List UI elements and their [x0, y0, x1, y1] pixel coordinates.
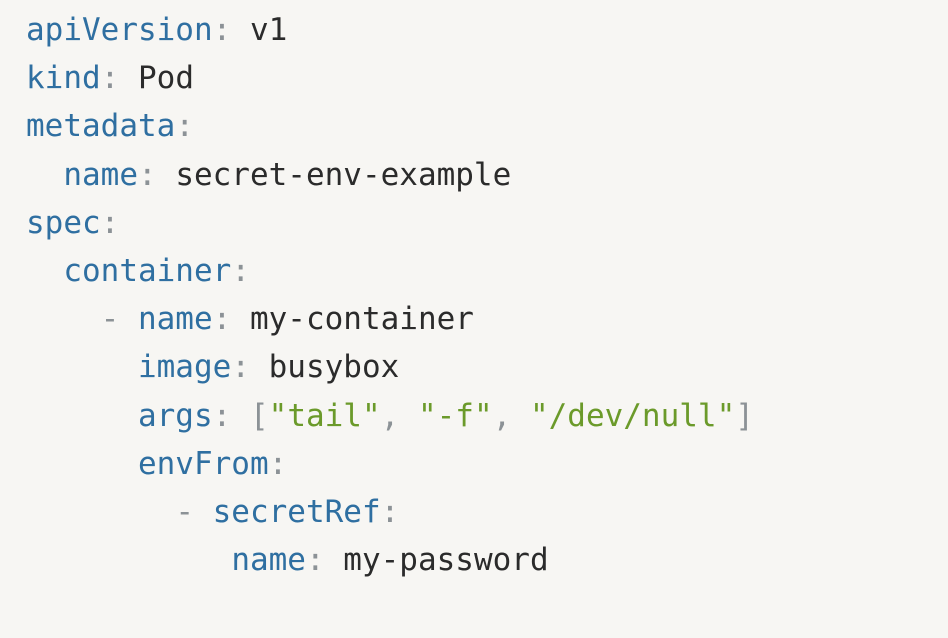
code-line-spec: spec:	[26, 199, 941, 247]
yaml-colon: :	[100, 204, 120, 241]
yaml-colon: :	[212, 301, 232, 338]
yaml-key: envFrom	[137, 445, 269, 482]
yaml-key: apiVersion	[26, 12, 213, 48]
yaml-key: metadata	[26, 108, 176, 145]
yaml-colon: :	[380, 493, 400, 530]
yaml-colon: :	[212, 397, 232, 434]
yaml-key: spec	[26, 204, 101, 241]
code-line-image: image: busybox	[26, 343, 941, 391]
yaml-value: Pod	[119, 60, 194, 97]
yaml-value: my-container	[231, 301, 474, 338]
yaml-colon: :	[212, 12, 232, 48]
yaml-colon: :	[268, 445, 288, 482]
yaml-value: secret-env-example	[156, 156, 512, 193]
yaml-list-dash: -	[175, 493, 213, 530]
yaml-array-close-bracket: ]	[735, 397, 754, 434]
yaml-key: name	[63, 156, 138, 193]
code-line-envfrom: envFrom:	[26, 440, 941, 488]
code-line-container-name: - name: my-container	[26, 295, 941, 343]
yaml-colon: :	[305, 542, 325, 579]
yaml-key: name	[137, 301, 213, 338]
yaml-array-separator: ,	[492, 397, 530, 434]
yaml-string: "-f"	[417, 397, 493, 434]
code-line-kind: kind: Pod	[26, 54, 941, 102]
yaml-value: busybox	[249, 349, 400, 386]
code-line-apiversion: apiVersion: v1	[26, 6, 941, 54]
yaml-key: kind	[26, 60, 101, 97]
yaml-key: args	[137, 397, 213, 434]
yaml-string: "tail"	[268, 397, 381, 434]
code-line-metadata: metadata:	[26, 102, 941, 150]
yaml-colon: :	[231, 349, 250, 386]
yaml-colon: :	[137, 156, 157, 193]
yaml-colon: :	[175, 108, 194, 145]
code-line-args: args: ["tail", "-f", "/dev/null"]	[26, 392, 941, 440]
yaml-value: v1	[231, 12, 288, 48]
yaml-key: image	[137, 349, 232, 386]
code-line-secret-name: name: my-password	[26, 536, 941, 584]
yaml-colon: :	[100, 60, 120, 97]
code-line-container: container:	[26, 247, 941, 295]
yaml-array-open-bracket: [	[249, 397, 269, 434]
code-line-secretref: - secretRef:	[26, 488, 941, 536]
yaml-string: "/dev/null"	[529, 397, 736, 434]
yaml-key: container	[63, 252, 232, 289]
code-line-metadata-name: name: secret-env-example	[26, 151, 941, 199]
yaml-key: secretRef	[212, 493, 381, 530]
yaml-list-dash: -	[100, 301, 138, 338]
yaml-colon: :	[231, 252, 250, 289]
yaml-key: name	[231, 542, 306, 579]
yaml-array-separator: ,	[380, 397, 418, 434]
yaml-value: my-password	[324, 542, 549, 579]
